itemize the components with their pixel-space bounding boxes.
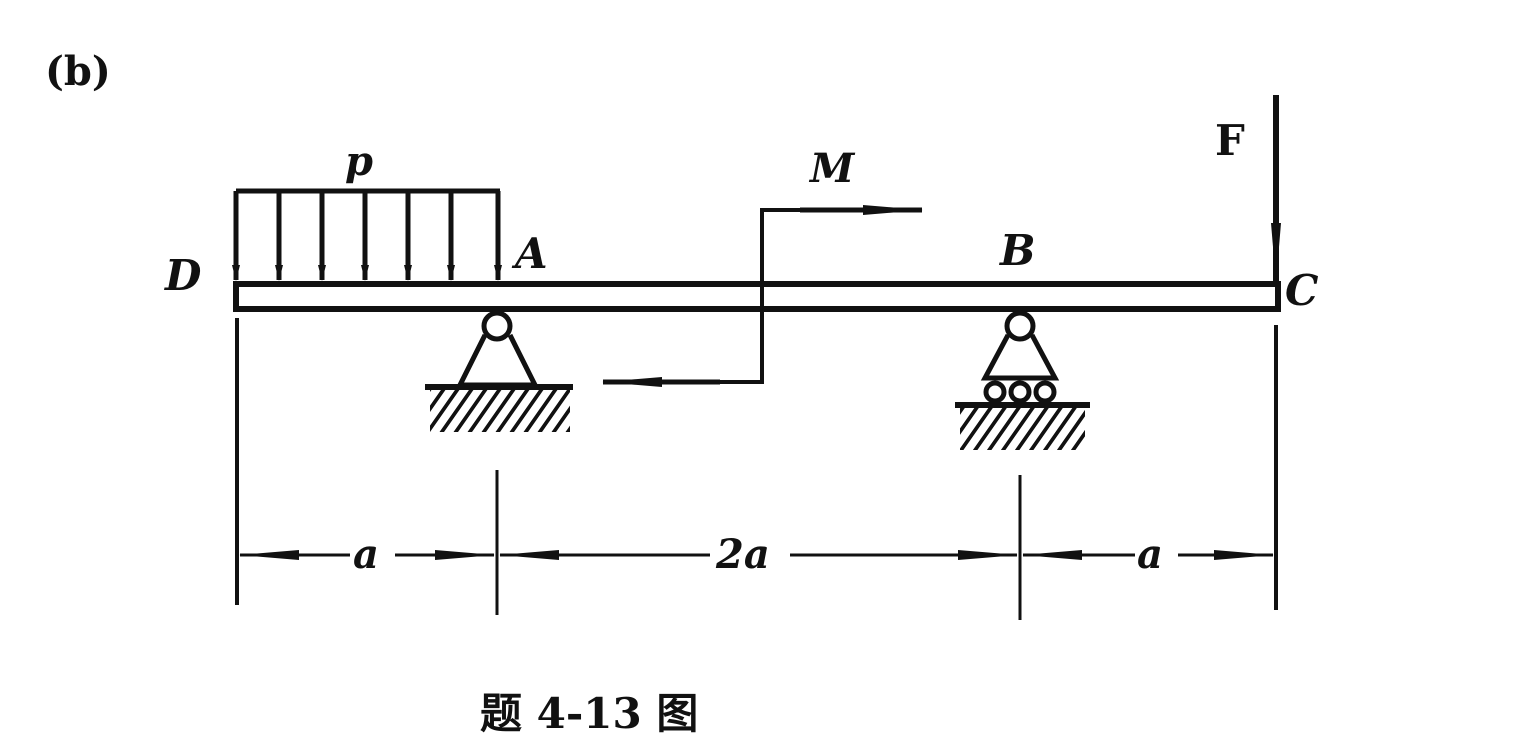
dimension-ab: 2a xyxy=(715,531,770,578)
figure-caption: 题 4-13 图 xyxy=(480,689,698,736)
moment-label: M xyxy=(808,145,856,192)
point-d-label: D xyxy=(164,251,202,300)
dimension-lines xyxy=(235,318,1278,620)
roller-support-b xyxy=(955,310,1090,450)
point-a-label: A xyxy=(511,229,548,278)
subfigure-label: (b) xyxy=(45,48,111,95)
force-label: F xyxy=(1215,116,1245,165)
point-b-label: B xyxy=(999,226,1036,275)
point-c-label: C xyxy=(1285,266,1319,315)
dimension-bc: a xyxy=(1137,531,1163,578)
distributed-load xyxy=(232,188,502,281)
distributed-load-label: p xyxy=(345,138,373,185)
dimension-da: a xyxy=(353,531,379,578)
pin-support-a xyxy=(425,310,573,432)
beam xyxy=(233,281,1281,312)
moment-couple xyxy=(602,205,923,387)
